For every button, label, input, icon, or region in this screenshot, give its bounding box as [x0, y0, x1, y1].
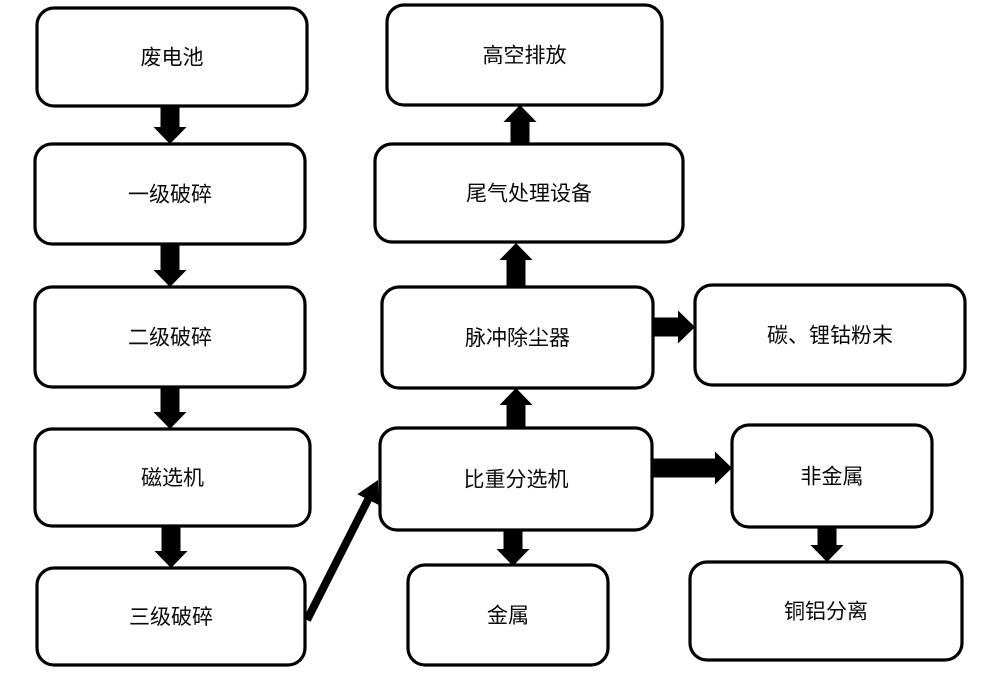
node-label-metal: 金属	[487, 604, 529, 627]
arrow-primary-crushing-to-secondary-crushing	[153, 244, 187, 287]
node-box-carbon-lithium-cobalt-powder	[693, 283, 967, 387]
node-label-pulse-dust-collector: 脉冲除尘器	[465, 327, 570, 350]
node-box-high-altitude-discharge	[385, 3, 664, 107]
node-copper-aluminum-separation: 铜铝分离	[688, 560, 964, 662]
node-label-carbon-lithium-cobalt-powder: 碳、锂钴粉末	[767, 324, 893, 347]
arrow-tertiary-crushing-to-gravity-separator	[303, 480, 379, 622]
node-label-waste-battery: 废电池	[141, 46, 204, 69]
arrow-magnetic-separator-to-tertiary-crushing	[154, 526, 188, 568]
node-label-tertiary-crushing: 三级破碎	[129, 606, 213, 629]
arrow-pulse-dust-collector-to-carbon-lithium-cobalt-powder	[653, 310, 695, 344]
arrow-non-metal-to-copper-aluminum-separation	[810, 527, 844, 562]
arrow-gravity-separator-to-metal	[496, 530, 530, 566]
node-metal: 金属	[406, 563, 610, 667]
node-carbon-lithium-cobalt-powder: 碳、锂钴粉末	[693, 283, 967, 387]
node-gravity-separator: 比重分选机	[378, 426, 654, 532]
arrow-exhaust-gas-treatment-to-high-altitude-discharge	[503, 105, 537, 144]
node-label-non-metal: 非金属	[801, 465, 864, 488]
node-exhaust-gas-treatment: 尾气处理设备	[373, 142, 685, 244]
arrow-gravity-separator-to-non-metal	[652, 451, 732, 485]
node-label-gravity-separator: 比重分选机	[464, 468, 569, 491]
arrow-waste-battery-to-primary-crushing	[153, 106, 187, 144]
node-label-exhaust-gas-treatment: 尾气处理设备	[466, 182, 592, 205]
node-label-secondary-crushing: 二级破碎	[128, 326, 212, 349]
node-high-altitude-discharge: 高空排放	[385, 3, 664, 107]
node-magnetic-separator: 磁选机	[33, 427, 312, 528]
node-tertiary-crushing: 三级破碎	[35, 566, 307, 667]
node-pulse-dust-collector: 脉冲除尘器	[380, 285, 655, 390]
node-label-high-altitude-discharge: 高空排放	[483, 44, 567, 67]
arrow-pulse-dust-collector-to-exhaust-gas-treatment	[499, 243, 533, 287]
node-non-metal: 非金属	[730, 423, 934, 529]
node-primary-crushing: 一级破碎	[33, 142, 307, 246]
node-secondary-crushing: 二级破碎	[33, 285, 307, 389]
arrow-gravity-separator-to-pulse-dust-collector	[499, 388, 533, 428]
node-box-metal	[406, 563, 610, 667]
arrow-secondary-crushing-to-magnetic-separator	[153, 387, 187, 429]
node-label-primary-crushing: 一级破碎	[128, 183, 212, 206]
node-label-copper-aluminum-separation: 铜铝分离	[784, 600, 868, 623]
node-box-copper-aluminum-separation	[688, 560, 964, 662]
node-waste-battery: 废电池	[35, 6, 309, 108]
node-label-magnetic-separator: 磁选机	[141, 467, 204, 490]
